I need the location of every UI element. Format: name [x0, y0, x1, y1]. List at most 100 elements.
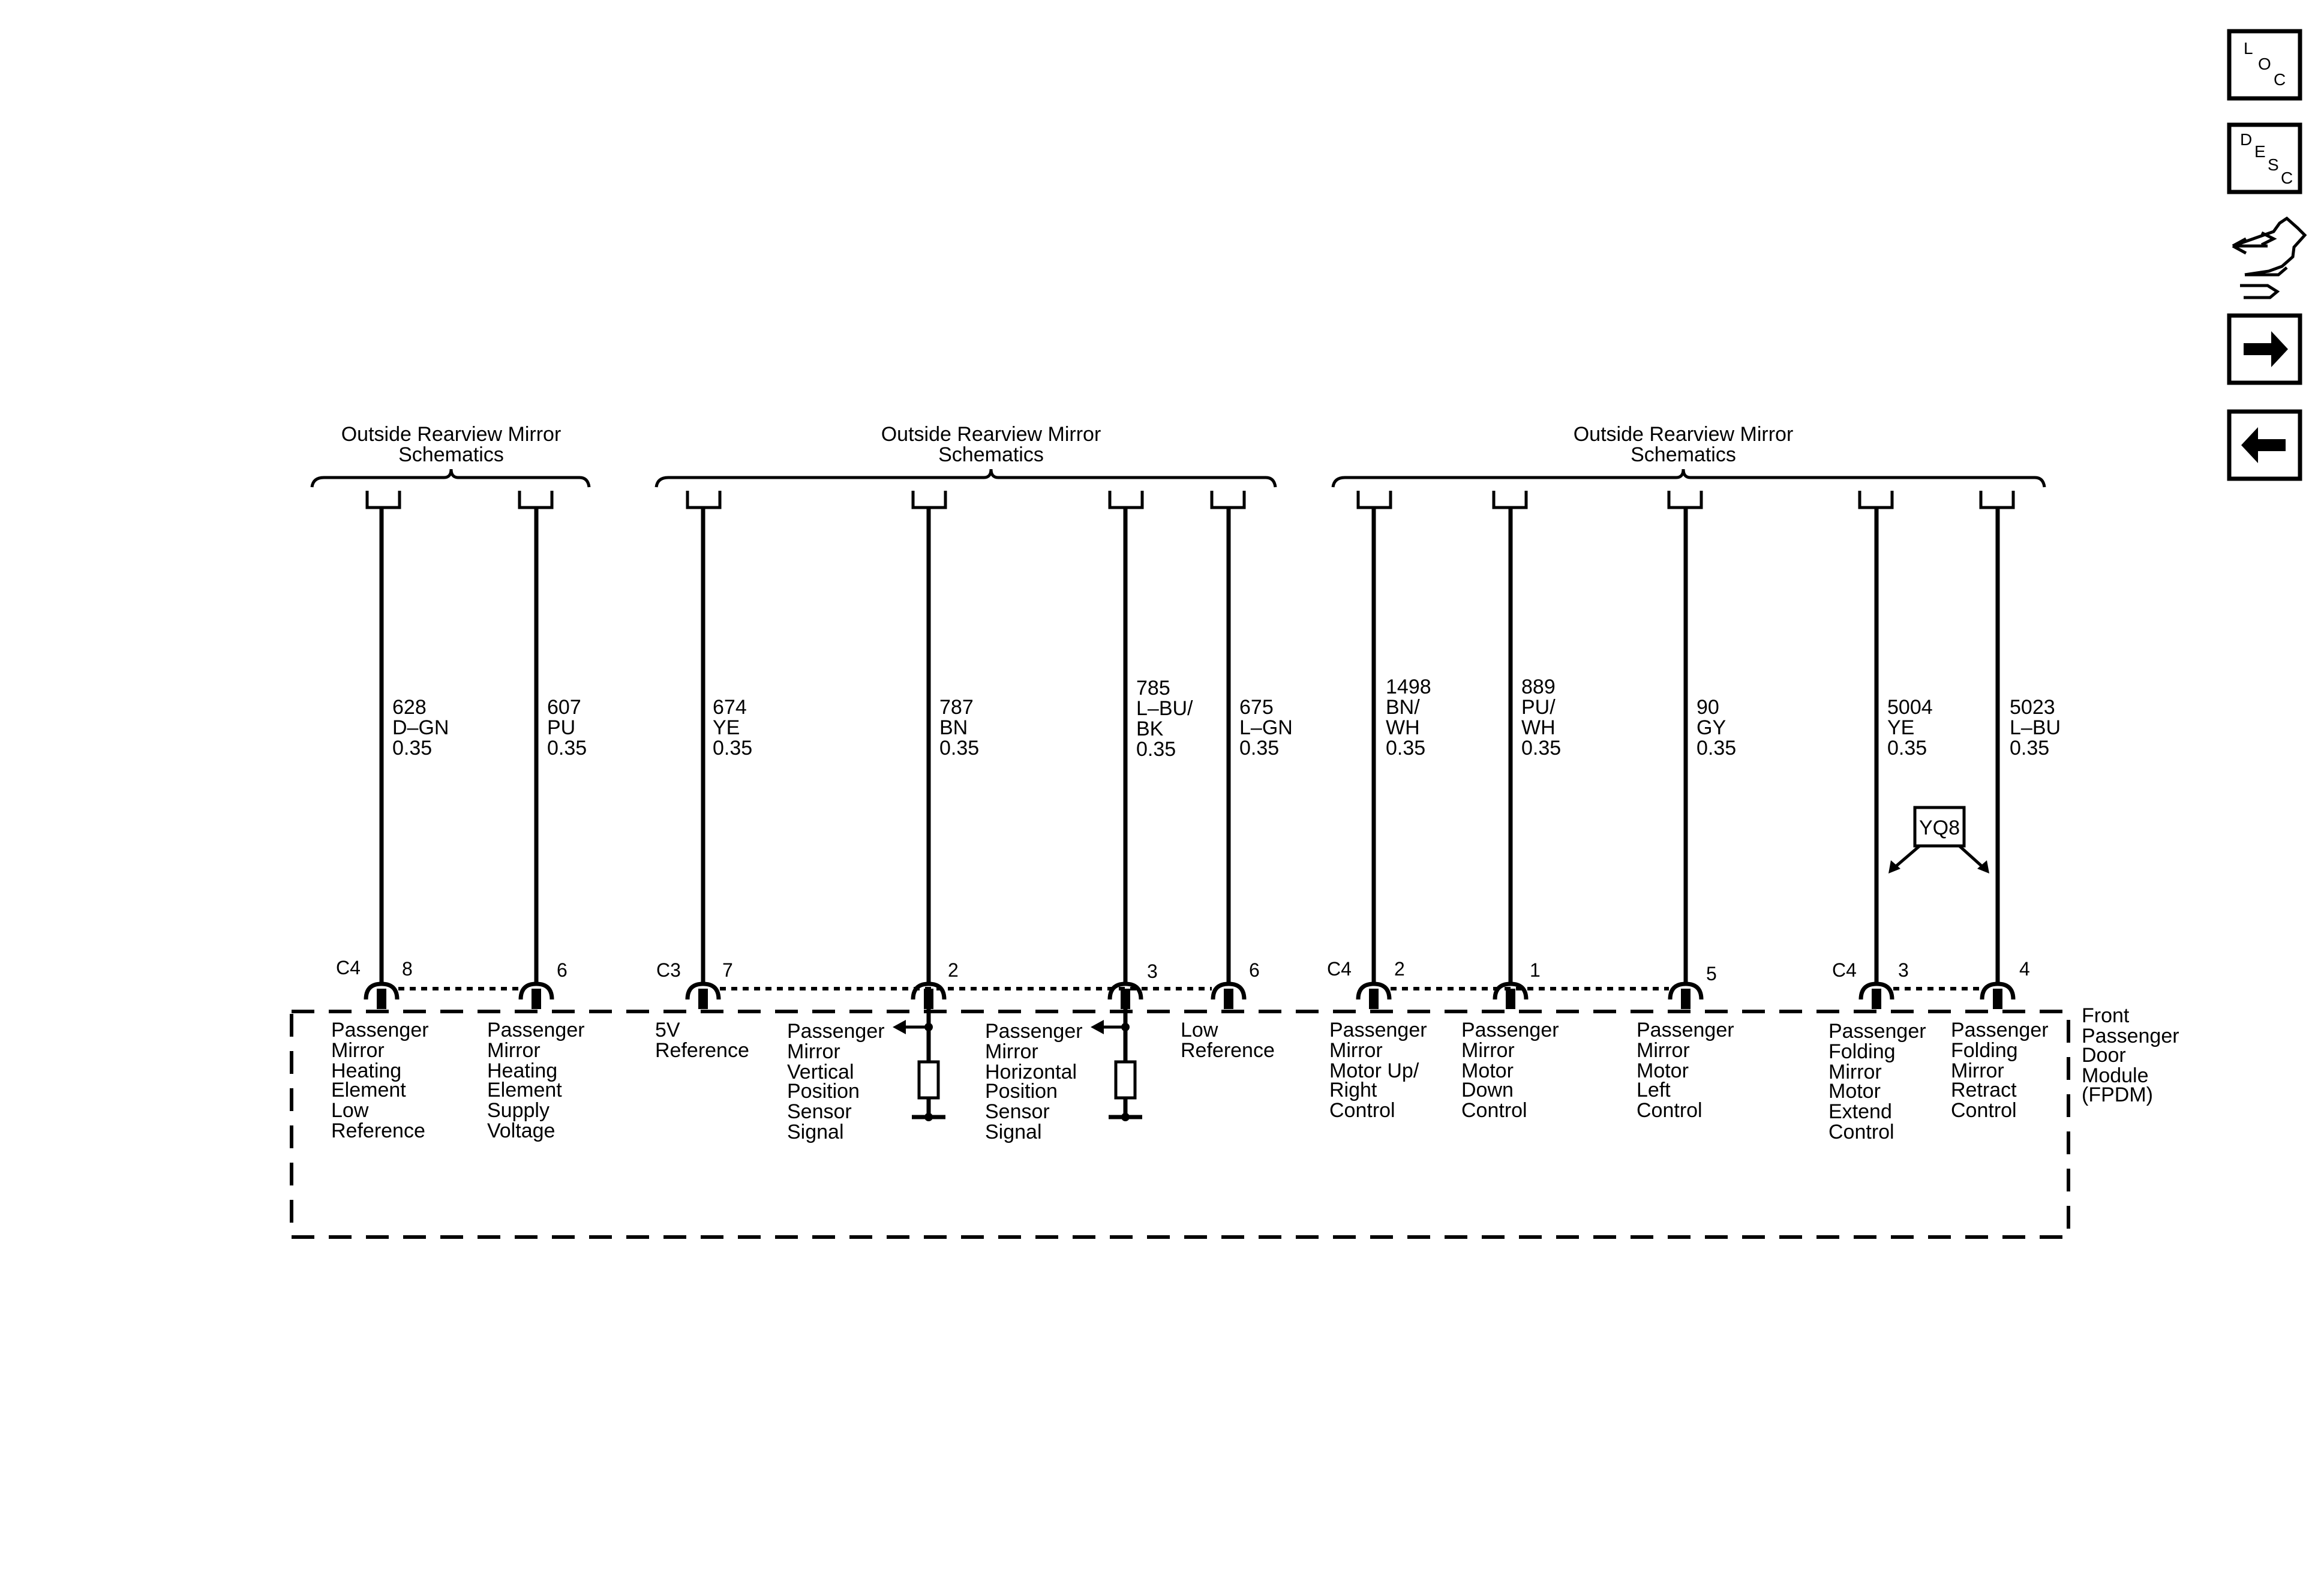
loc-button[interactable]: L O C — [2227, 29, 2302, 101]
wire-color: YE — [1887, 716, 1914, 739]
function-line: Control — [1329, 1099, 1395, 1122]
circuit-number: 1498 — [1386, 676, 1431, 698]
circuit-number: 5004 — [1887, 696, 1933, 719]
wire-color: PU — [547, 716, 575, 739]
function-line: Signal — [787, 1121, 844, 1143]
function-line: Folding — [1828, 1040, 1896, 1063]
wire-color: BN — [939, 716, 968, 739]
connector-c4-c: C4 — [1832, 959, 1857, 981]
wire-gauge: 0.35 — [1239, 737, 1279, 760]
function-line: Right — [1329, 1079, 1377, 1101]
wire-color: D–GN — [392, 716, 449, 739]
wire-gauge: 0.35 — [1136, 738, 1176, 761]
function-line: Mirror — [487, 1039, 541, 1062]
pin-number: 6 — [557, 959, 568, 981]
function-line: Heating — [331, 1059, 401, 1082]
circuit-number: 675 — [1239, 696, 1274, 719]
function-line: Element — [331, 1079, 406, 1101]
previous-button[interactable] — [2227, 409, 2302, 481]
module-name-line-4: Module — [2082, 1064, 2149, 1087]
function-line: Element — [487, 1079, 562, 1101]
pin-number: 1 — [1530, 959, 1541, 981]
circuit-number: 607 — [547, 696, 581, 719]
circuit-number: 5023 — [2010, 696, 2055, 719]
header-outside-mirror-1[interactable]: Outside Rearview Mirror Schematics — [310, 423, 591, 488]
module-name-line-5: (FPDM) — [2082, 1083, 2153, 1106]
header-1-line-2: Schematics — [398, 443, 504, 466]
wire-color: YE — [713, 716, 740, 739]
wire-label-785[interactable]: 785 L–BU/ BK 0.35 — [1136, 677, 1193, 761]
wire-label-787[interactable]: 787 BN 0.35 — [939, 696, 979, 760]
wire-color: PU/ — [1521, 696, 1556, 719]
function-line: Horizontal — [985, 1061, 1077, 1083]
function-line: Extend — [1828, 1100, 1892, 1123]
function-label-vertical-sensor: Passenger Mirror Vertical Position Senso… — [787, 1020, 885, 1143]
pin-number: 2 — [948, 959, 959, 981]
function-line: Passenger — [331, 1019, 429, 1041]
module-name-line-1: Front — [2082, 1004, 2130, 1027]
function-line: Mirror — [1461, 1039, 1515, 1062]
circuit-number: 90 — [1697, 696, 1719, 719]
function-line: Control — [1461, 1099, 1527, 1122]
function-line: Mirror — [331, 1039, 385, 1062]
header-outside-mirror-3[interactable]: Outside Rearview Mirror Schematics — [1331, 423, 2046, 488]
wire-label-5023[interactable]: 5023 L–BU 0.35 — [2010, 696, 2061, 760]
function-line: 5V — [655, 1019, 680, 1041]
fpdm-module-box[interactable] — [290, 1010, 2070, 1239]
module-name[interactable]: Front Passenger Door Module (FPDM) — [2082, 1004, 2179, 1106]
function-label-heating-low-ref: Passenger Mirror Heating Element Low Ref… — [331, 1019, 429, 1142]
wire-gauge: 0.35 — [939, 737, 979, 760]
wire-color-stripe: WH — [1521, 716, 1556, 739]
function-line: Mirror — [1828, 1061, 1882, 1083]
function-line: Mirror — [1329, 1039, 1383, 1062]
option-code-yq8[interactable]: YQ8 — [1888, 806, 1989, 873]
function-label-motor-down: Passenger Mirror Motor Down Control — [1461, 1019, 1559, 1122]
pin-number: 8 — [402, 958, 413, 980]
function-line: Supply — [487, 1099, 550, 1122]
signal-arrow-icon — [1091, 1020, 1104, 1034]
function-label-folding-extend: Passenger Folding Mirror Motor Extend Co… — [1828, 1020, 1926, 1143]
function-line: Low — [1181, 1019, 1218, 1041]
internal-pin-lines — [926, 1009, 1128, 1062]
function-line: Passenger — [1637, 1019, 1734, 1041]
connector-pins — [364, 981, 2016, 1009]
circuit-number: 787 — [939, 696, 974, 719]
connector-c3: C3 — [656, 959, 681, 981]
header-outside-mirror-2[interactable]: Outside Rearview Mirror Schematics — [654, 423, 1277, 488]
circuit-number: 674 — [713, 696, 747, 719]
header-3-line-1: Outside Rearview Mirror — [1574, 423, 1794, 446]
wire-gauge: 0.35 — [1697, 737, 1736, 760]
wire-label-1498[interactable]: 1498 BN/ WH 0.35 — [1386, 676, 1431, 760]
function-line: Motor — [1637, 1059, 1689, 1082]
wire-label-90[interactable]: 90 GY 0.35 — [1697, 696, 1736, 760]
wire-label-674[interactable]: 674 YE 0.35 — [713, 696, 752, 760]
option-arrow-left-icon — [1888, 860, 1900, 873]
function-line: Down — [1461, 1079, 1514, 1101]
desc-button[interactable]: D E S C — [2227, 122, 2302, 194]
wire-label-5004[interactable]: 5004 YE 0.35 — [1887, 696, 1933, 760]
function-line: Low — [331, 1099, 369, 1122]
function-line: Position — [787, 1080, 860, 1103]
loc-letter-1: L — [2244, 39, 2253, 58]
desc-letter-3: S — [2268, 155, 2279, 174]
wire-label-889[interactable]: 889 PU/ WH 0.35 — [1521, 676, 1561, 760]
function-line: Passenger — [1329, 1019, 1427, 1041]
function-line: Sensor — [787, 1100, 852, 1123]
wire-color: BN/ — [1386, 696, 1420, 719]
function-line: Passenger — [1828, 1020, 1926, 1043]
loc-letter-3: C — [2274, 70, 2286, 89]
wire-label-628[interactable]: 628 D–GN 0.35 — [392, 696, 449, 760]
desc-letter-2: E — [2254, 142, 2266, 161]
header-1-line-1: Outside Rearview Mirror — [341, 423, 562, 446]
pin-number: 3 — [1147, 960, 1158, 982]
function-line: Mirror — [985, 1040, 1038, 1063]
next-button[interactable] — [2227, 313, 2302, 385]
wire-label-607[interactable]: 607 PU 0.35 — [547, 696, 587, 760]
connector-route-icon — [2232, 216, 2307, 299]
connector-routing-button[interactable] — [2232, 216, 2307, 299]
wire-label-675[interactable]: 675 L–GN 0.35 — [1239, 696, 1293, 760]
function-line: Heating — [487, 1059, 557, 1082]
circuit-number: 889 — [1521, 676, 1556, 698]
function-line: Mirror — [1637, 1039, 1690, 1062]
